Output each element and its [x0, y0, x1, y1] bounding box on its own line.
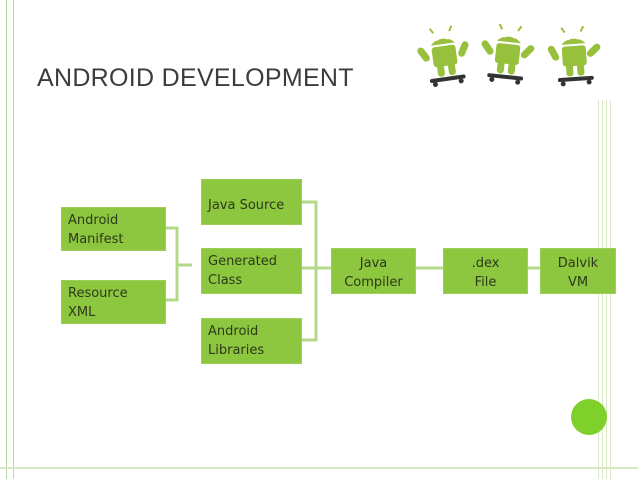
connector-manifest: [166, 226, 192, 267]
android-skateboarder-icon: [417, 25, 469, 88]
slide-title: ANDROID DEVELOPMENT: [37, 64, 354, 92]
dalvik-vm-box: Dalvik VM: [540, 248, 616, 294]
android-skateboarder-icon: [547, 25, 601, 87]
android-libraries-box: Android Libraries: [201, 318, 302, 364]
dex-file-box: .dex File: [443, 248, 528, 294]
java-compiler-box: Java Compiler: [331, 248, 416, 294]
connector-resource: [166, 265, 179, 302]
android-skateboarder-icon: [481, 23, 535, 85]
android-manifest-box: Android Manifest: [61, 207, 166, 251]
generated-class-box: Generated Class: [201, 248, 302, 294]
bottom-frame-line: [0, 467, 638, 469]
connector-libraries: [302, 268, 318, 342]
connector-java-source: [302, 200, 331, 270]
accent-dot: [571, 399, 607, 435]
android-skateboarders: [417, 23, 601, 88]
resource-xml-box: Resource XML: [61, 280, 166, 324]
left-frame-lines: [4, 0, 16, 479]
java-source-box: Java Source: [201, 179, 302, 225]
